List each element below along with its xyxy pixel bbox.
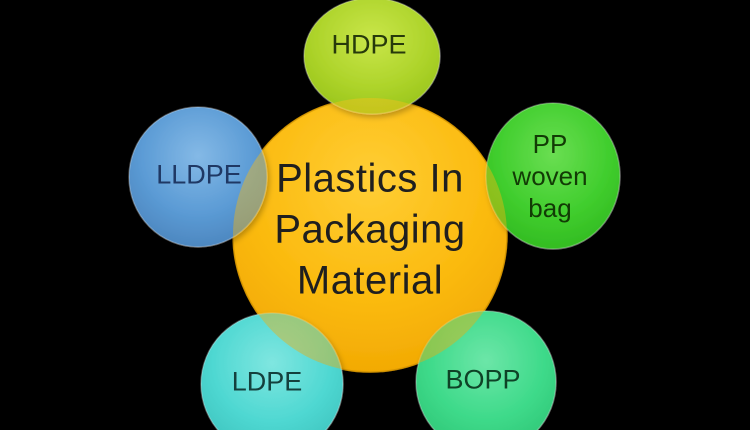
center-circle-overlap-veil: [233, 98, 507, 372]
center-title-line-3: Material: [296, 258, 444, 303]
hdpe-label: HDPE: [331, 29, 407, 60]
center-title-line-2: Packaging: [274, 207, 466, 252]
center-title-line-1: Plastics In: [276, 156, 464, 201]
pp-label-line-2: woven: [512, 161, 588, 191]
bopp-label: BOPP: [445, 364, 521, 395]
pp-woven-bag-label: PP woven bag: [512, 128, 587, 224]
ldpe-label: LDPE: [231, 366, 303, 397]
pp-label-line-3: bag: [528, 193, 572, 223]
pp-label-line-1: PP: [532, 129, 568, 159]
center-title: Plastics In Packaging Material: [274, 154, 465, 307]
lldpe-label: LLDPE: [156, 159, 242, 190]
